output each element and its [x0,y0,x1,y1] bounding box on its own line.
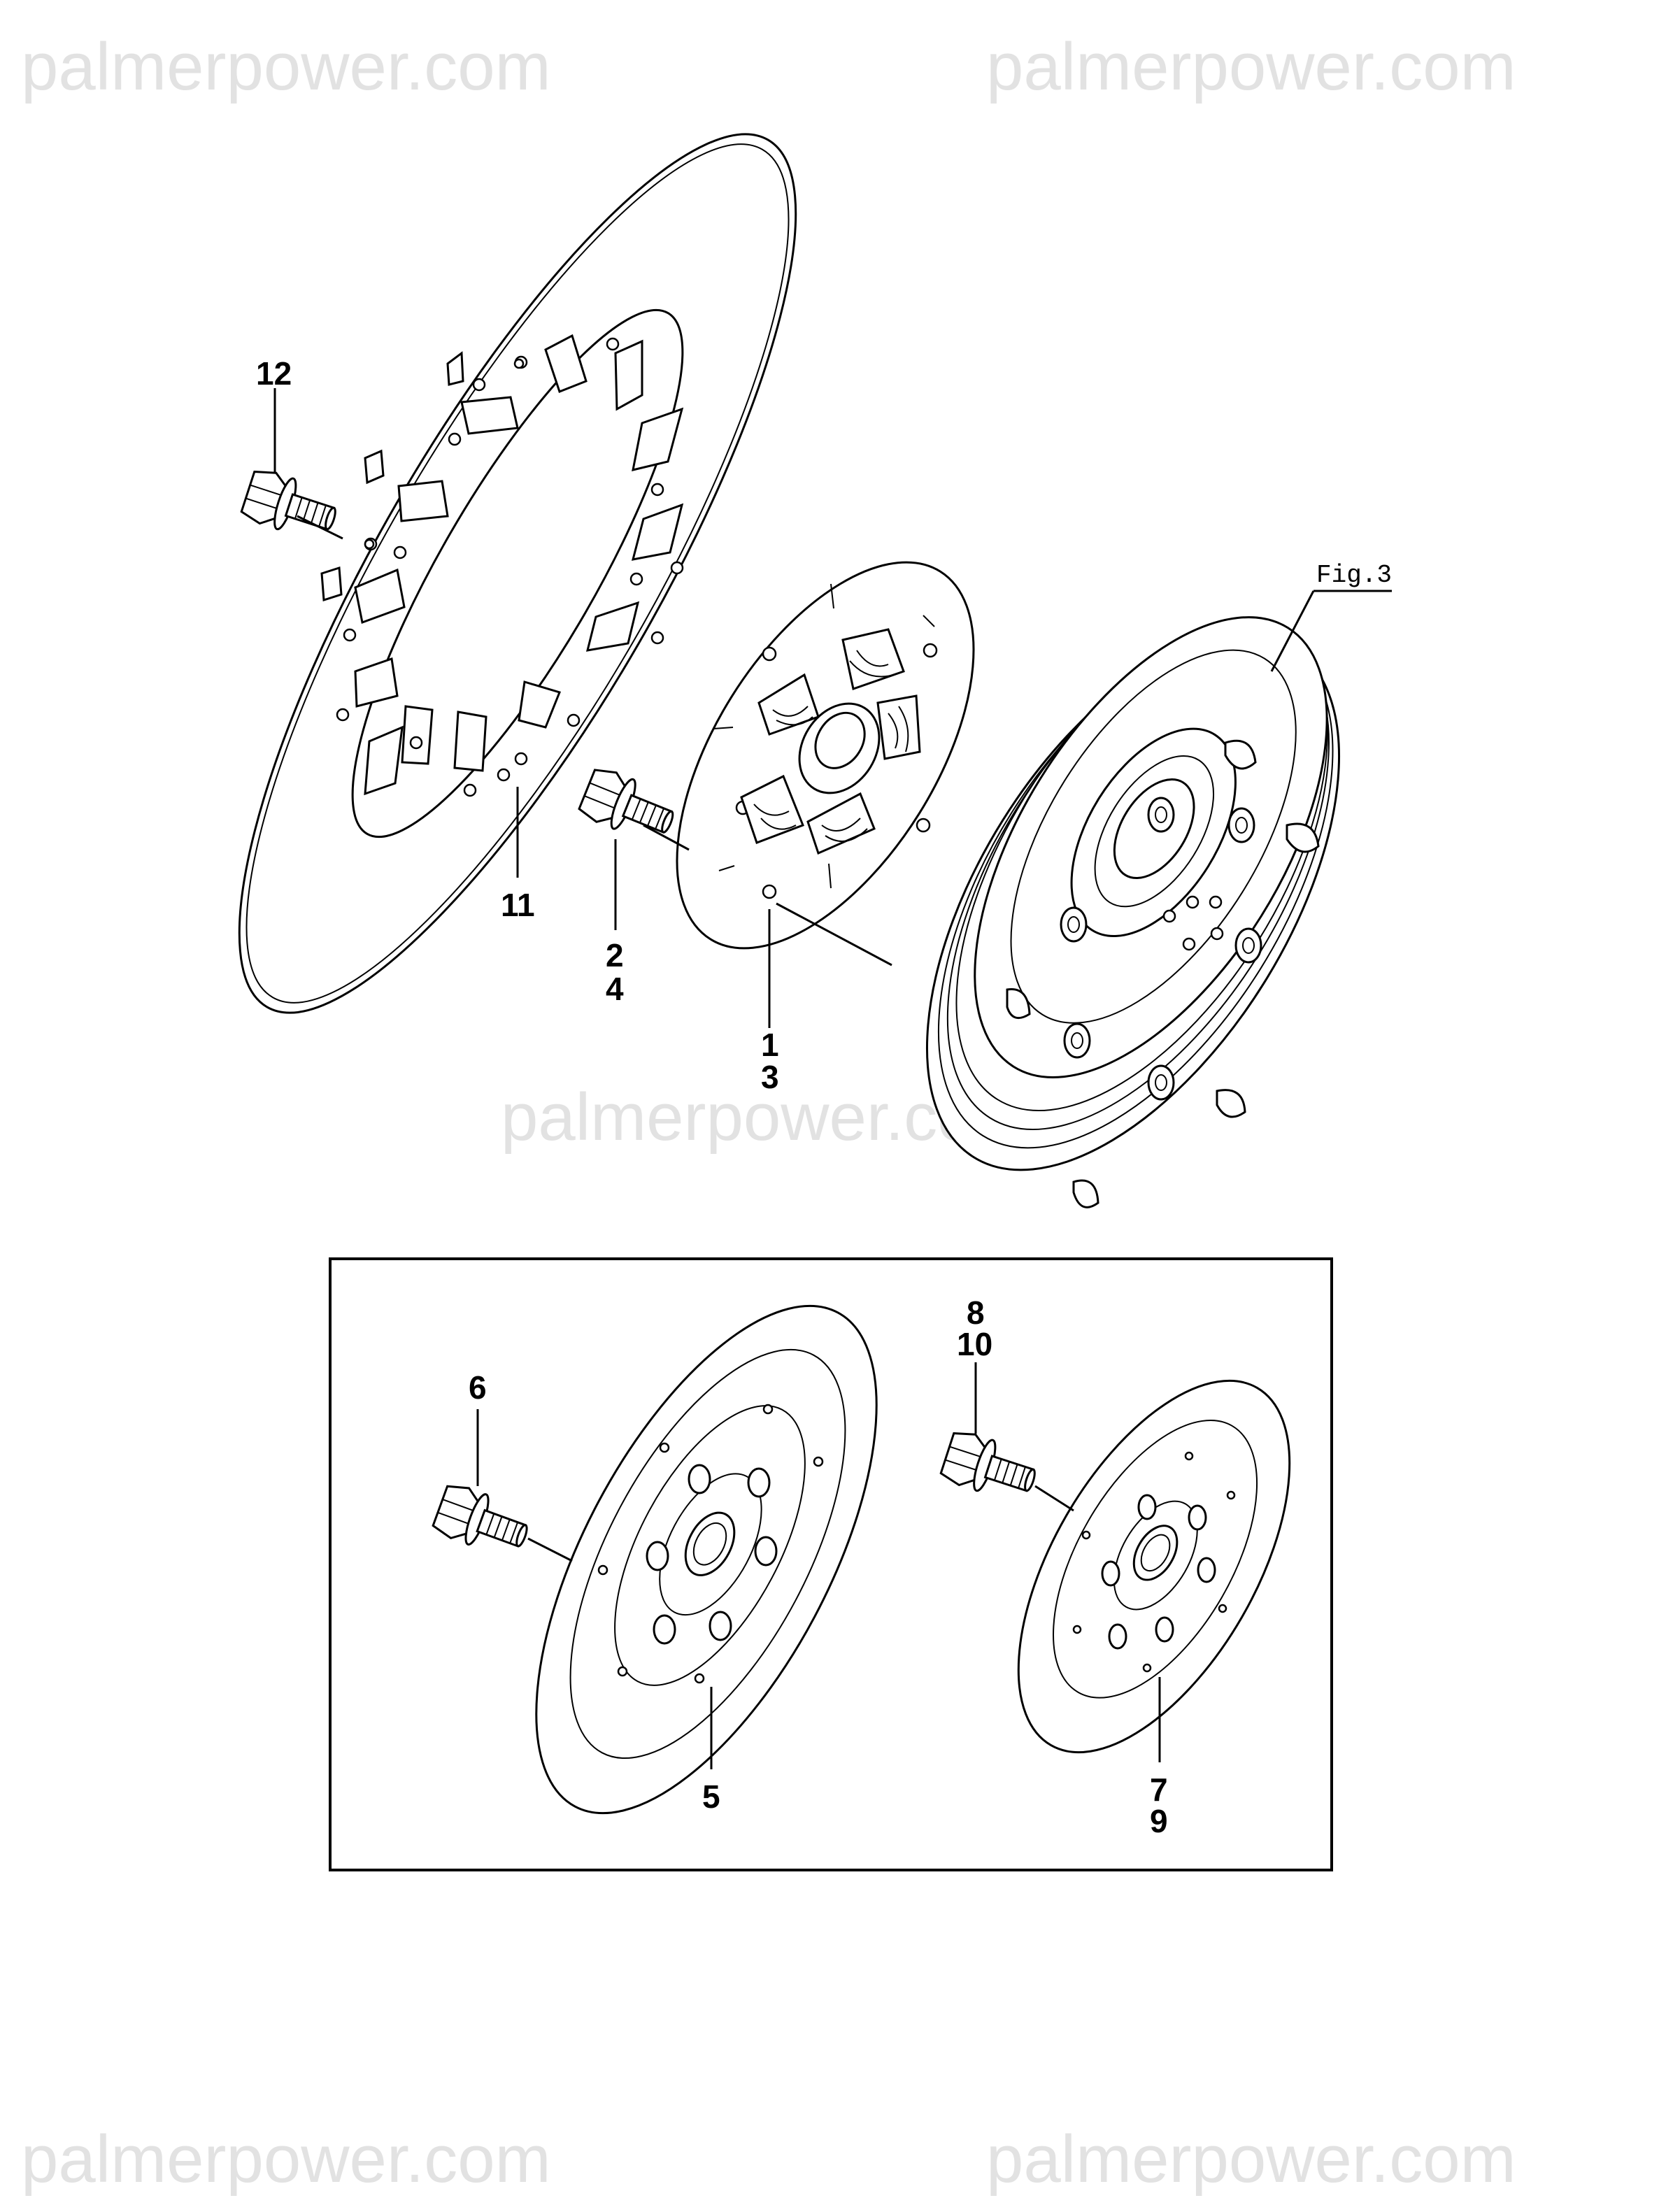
callout-6: 6 [469,1369,487,1406]
callout-7: 7 [1150,1771,1168,1808]
coupling-plate-part-5 [535,1304,878,1815]
watermarks: palmerpower.com palmerpower.com palmerpo… [21,29,1516,2197]
damper-holes [336,337,684,797]
figure-reference-label: Fig.3 [1316,561,1392,590]
coupling-plate-part-7 [1017,1379,1291,1754]
alternate-parts-frame [329,1257,1333,1871]
watermark-bottom-left: palmerpower.com [21,2122,551,2197]
watermark-bottom-right: palmerpower.com [986,2122,1516,2197]
damper-plate-part-11 [238,133,797,1014]
clutch-disc-part-1 [676,561,975,950]
flange-bolt-part-6 [429,1480,536,1563]
callout-12: 12 [256,355,292,392]
callout-9: 9 [1150,1803,1168,1839]
callout-8: 8 [967,1294,985,1331]
callout-11: 11 [501,887,535,923]
flange-bolt-part-12 [239,465,343,546]
callout-4: 4 [606,971,624,1007]
flange-bolt-part-2 [576,764,682,849]
flywheel [925,616,1341,1208]
damper-windows [354,334,684,796]
watermark-top-right: palmerpower.com [986,29,1516,104]
callout-10: 10 [957,1326,992,1362]
flange-bolt-part-8 [938,1427,1043,1508]
callout-5: 5 [702,1778,720,1815]
callout-1: 1 [761,1027,779,1063]
callout-2: 2 [606,937,624,973]
watermark-top-left: palmerpower.com [21,29,551,104]
callout-3: 3 [761,1059,779,1095]
flywheel-bosses [1060,797,1262,1101]
